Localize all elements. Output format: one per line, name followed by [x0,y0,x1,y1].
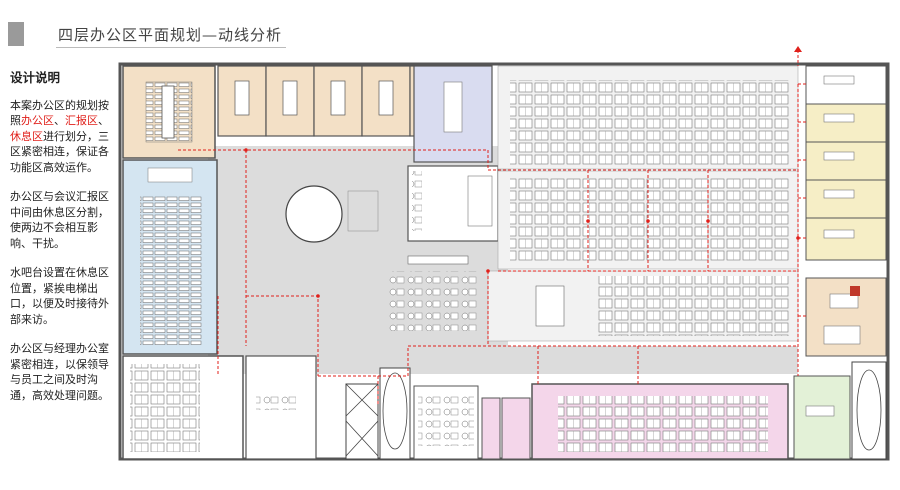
highlight-rest-area: 休息区 [10,129,43,143]
rest-area-tables [388,271,478,331]
restroom-fixtures [418,396,474,446]
stair-core-west [379,367,411,460]
lounge-table [443,81,463,133]
desk-cluster-south [598,276,790,336]
note-separator: 、 [98,114,109,127]
title-marker-icon [8,22,24,46]
page-title: 四层办公区平面规划—动线分析 [58,26,283,44]
huddle-table [535,285,565,327]
note-text: 本案办公区的规划按照 [10,98,109,128]
highlight-office-area: 办公区 [21,114,54,127]
note-paragraph-3: 水吧台设置在休息区位置，紧挨电梯出口，以便及时接待外部来访。 [10,266,109,326]
sw-manager-furniture [256,394,296,410]
title-underline [56,47,286,48]
manager-office-1 [805,65,887,105]
note-text: 进行划分，三区紧密相连，保证各功能区高效运作。 [10,129,109,174]
floor-plan [118,46,894,468]
elevator-shaft [345,383,379,460]
reception-area [347,190,379,232]
manager-office-4 [805,179,887,219]
green-office-desk [805,405,835,417]
stair-core-east [851,361,887,460]
manager-office-2 [805,103,887,143]
director-chair [850,286,860,296]
training-stage [147,167,193,183]
design-notes-heading: 设计说明 [10,70,61,85]
note-paragraph-1: 本案办公区的规划按照办公区、汇报区、休息区进行划分，三区紧密相连，保证各功能区高… [10,98,114,176]
wood-conference-room [122,65,216,159]
floor-plan-drawing [118,46,890,461]
desk-cluster-middle [510,178,790,262]
green-office [793,375,851,460]
training-seating [140,196,202,346]
flow-nodes [244,148,800,298]
manager-office-3 [805,141,887,181]
pantry-fixtures [412,171,422,231]
water-bar [407,255,469,265]
note-separator: 、 [54,114,65,127]
pantry-counter [467,175,493,227]
highlight-report-area: 汇报区 [65,114,98,127]
office-desks [823,75,861,345]
pink-storage-room [501,397,531,460]
desk-cluster-north [510,80,790,165]
sw-desks [130,364,200,452]
manager-office-5 [805,217,887,261]
entrance-arrow-icon [794,46,802,52]
note-paragraph-4: 办公区与经理办公室紧密相连，以保领导与员工之间及时沟通，高效处理问题。 [10,342,109,402]
design-notes: 设计说明 本案办公区的规划按照办公区、汇报区、休息区进行划分，三区紧密相连，保证… [10,70,114,417]
report-hall-desks [558,396,768,452]
pink-utility-room [481,397,501,460]
note-paragraph-2: 办公区与会议汇报区中间由休息区分割，使两边不会相互影响、干扰。 [10,190,109,250]
round-reception [285,185,343,243]
conference-table [161,85,175,139]
